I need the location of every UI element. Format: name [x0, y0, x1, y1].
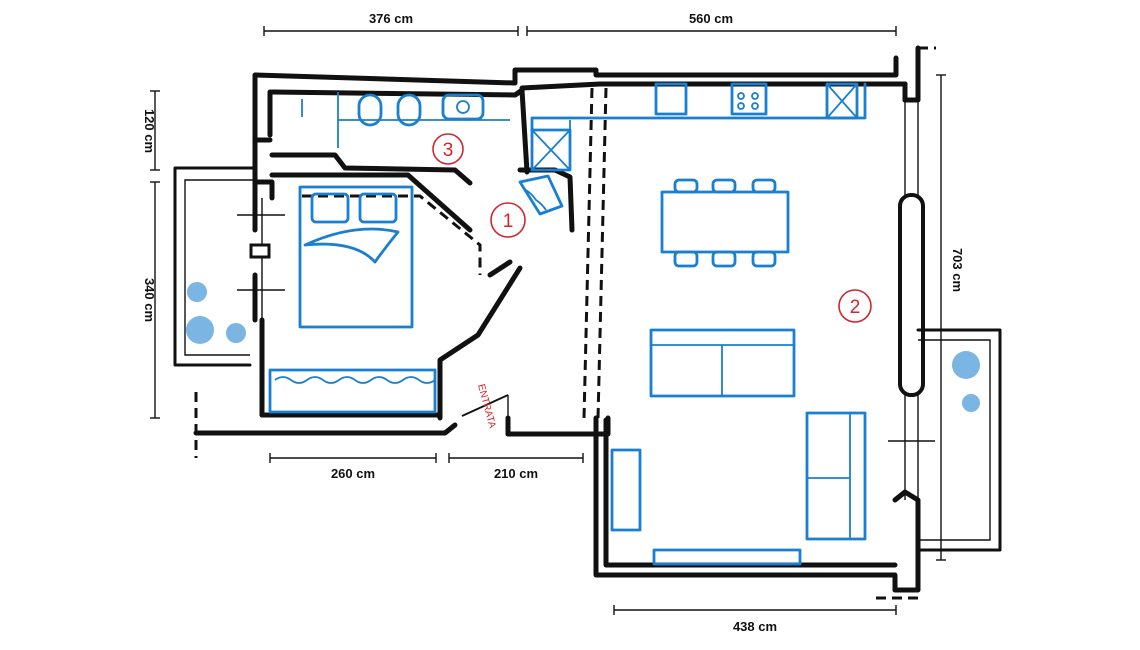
left-balcony — [173, 166, 257, 367]
bedroom-furniture — [268, 185, 437, 414]
entrance-door: ENTRATA — [461, 383, 509, 430]
bathroom-fixtures — [301, 92, 510, 148]
dim-top-right: 560 cm — [689, 11, 733, 26]
dim-left-lower: 340 cm — [142, 278, 157, 322]
room-label-bathroom: 3 — [443, 140, 454, 161]
dim-right: 703 cm — [950, 248, 965, 292]
dim-bottom-right: 438 cm — [733, 619, 777, 634]
dimension-lines — [150, 26, 946, 615]
dining-table — [660, 178, 790, 268]
room-label-living: 2 — [850, 297, 861, 318]
tv-unit — [610, 448, 802, 566]
dim-top-left: 376 cm — [369, 11, 413, 26]
right-window — [888, 100, 935, 500]
dim-bottom-mid: 210 cm — [494, 466, 538, 481]
room-labels: 3 1 2 — [432, 133, 872, 323]
right-balcony — [916, 328, 1002, 552]
dimension-labels: 376 cm 560 cm 120 cm 340 cm 260 cm 210 c… — [142, 11, 965, 634]
left-windows — [237, 198, 285, 320]
dim-left-upper: 120 cm — [142, 109, 157, 153]
entrance-label: ENTRATA — [475, 383, 497, 430]
sofa — [649, 328, 867, 541]
room-label-entry: 1 — [503, 211, 514, 232]
kitchen — [654, 82, 859, 120]
entry-furniture — [518, 82, 867, 216]
dim-bottom-left: 260 cm — [331, 466, 375, 481]
dashed-partitions — [194, 46, 936, 600]
